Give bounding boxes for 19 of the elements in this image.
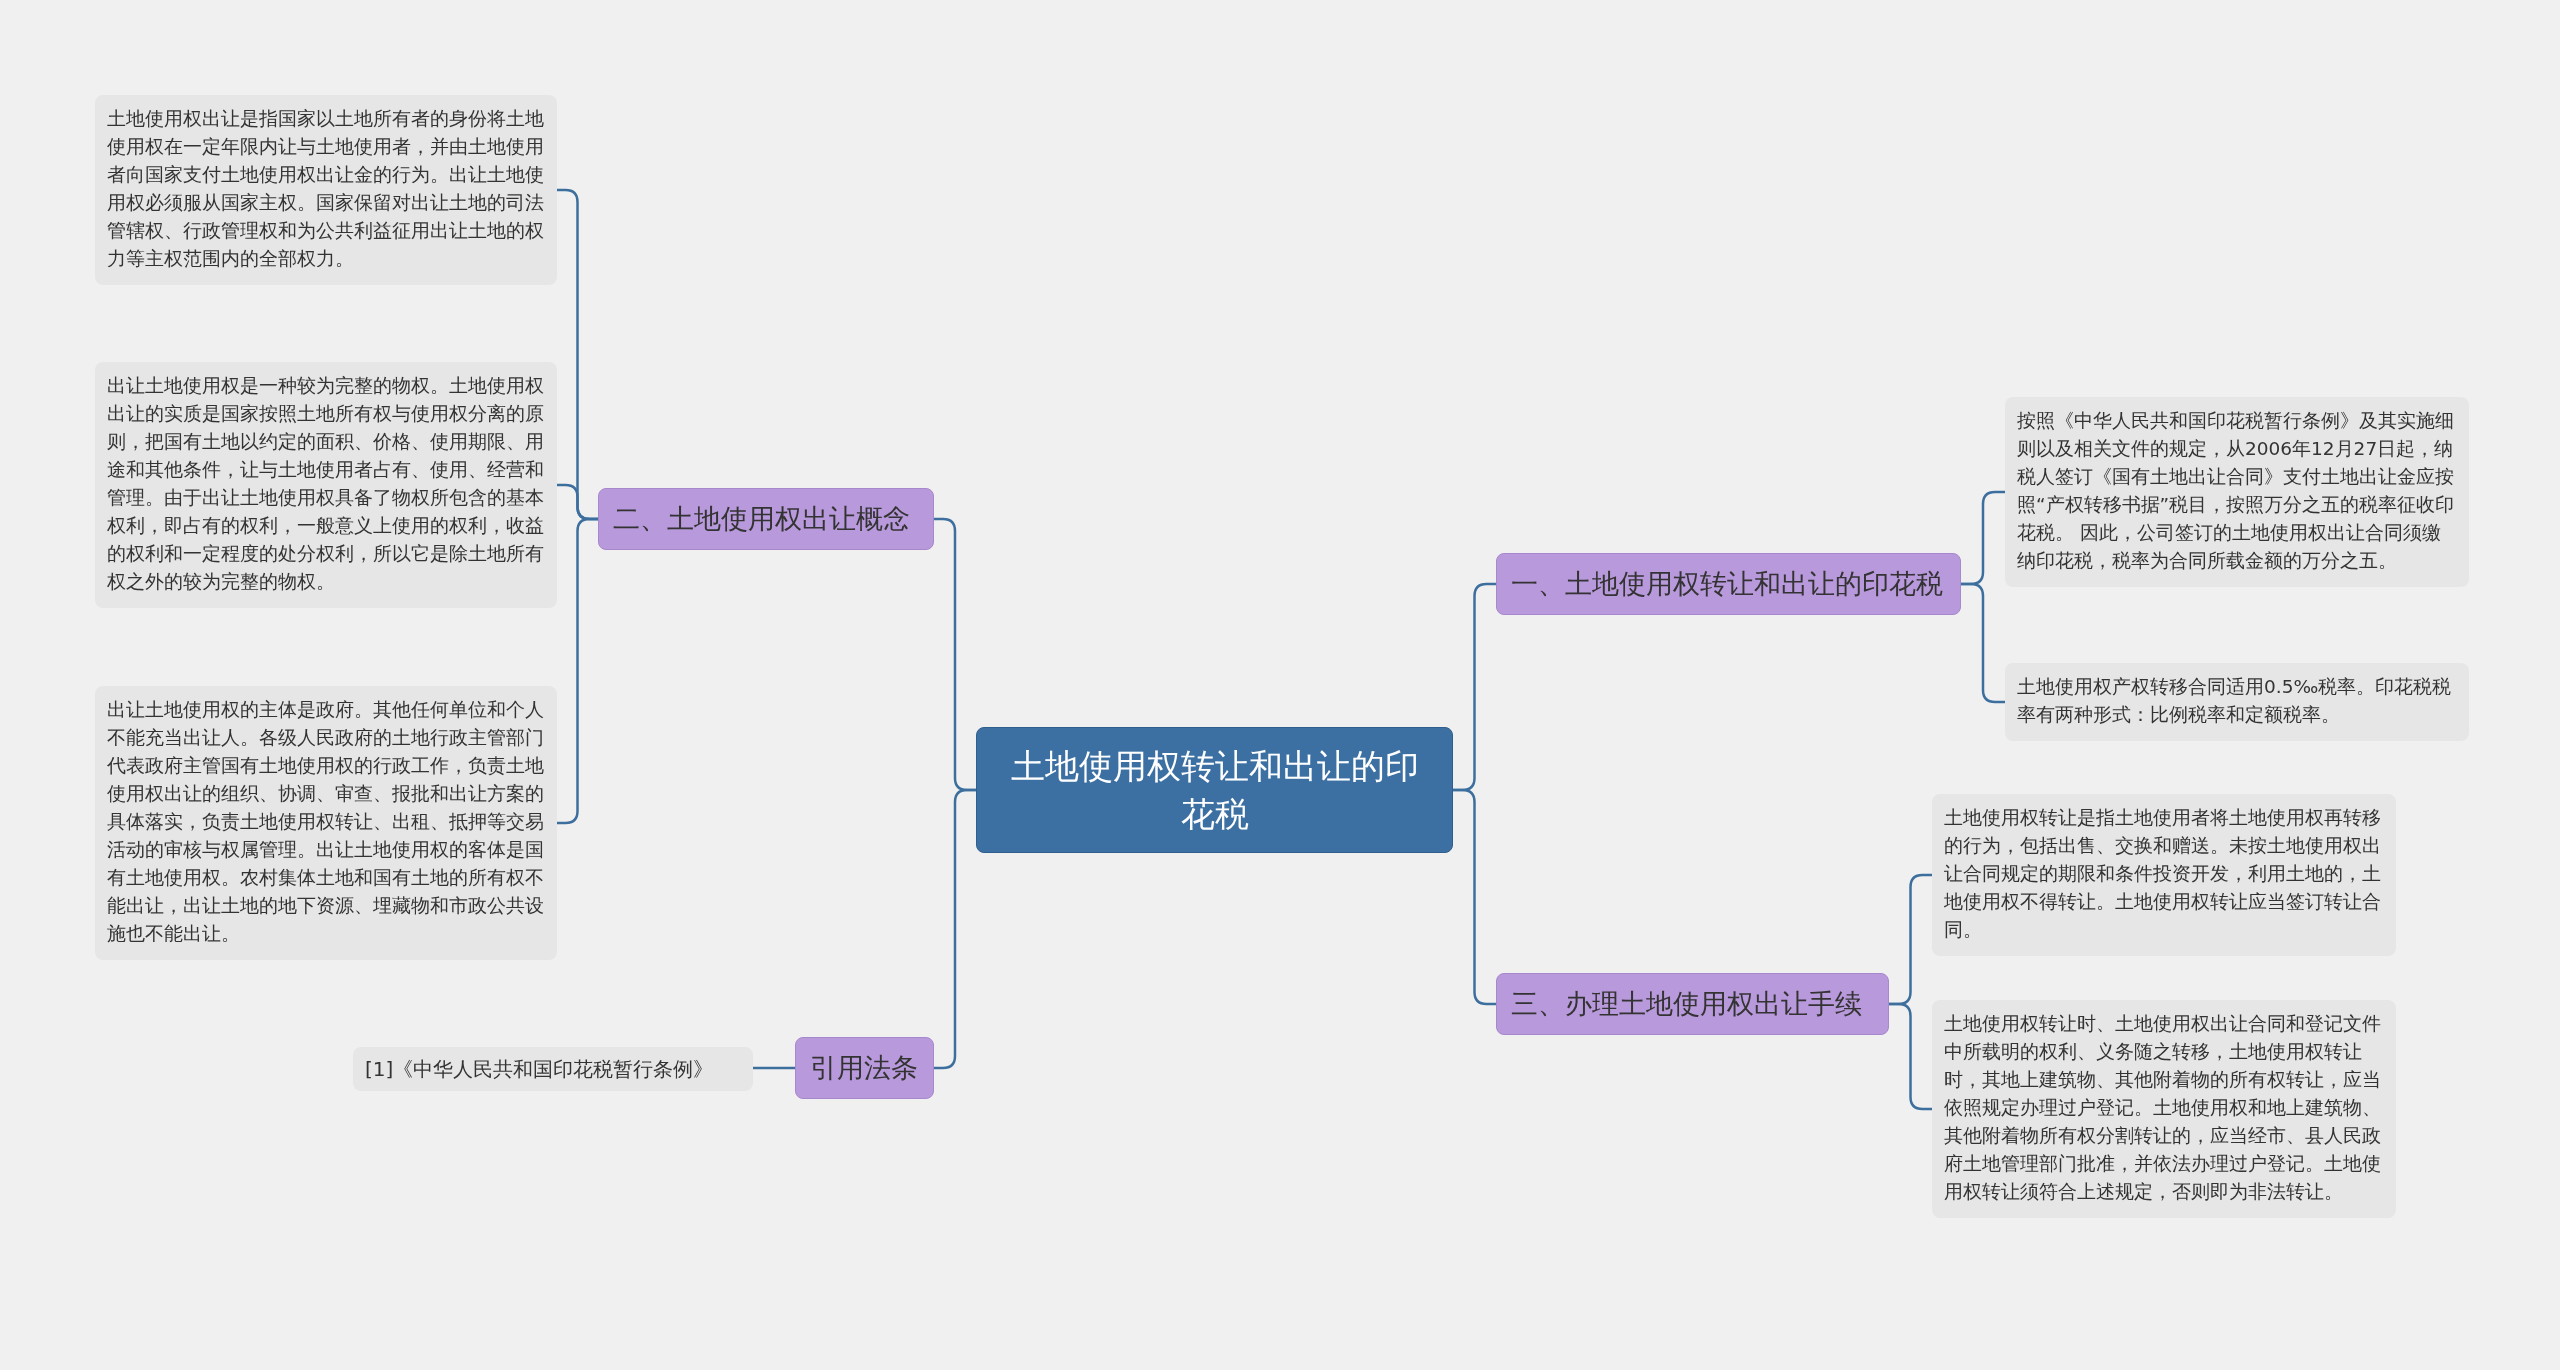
branch-topic-box: 三、办理土地使用权出让手续 [1496,973,1889,1035]
note-box: 出让土地使用权是一种较为完整的物权。土地使用权出让的实质是国家按照土地所有权与使用权分离的原则，把国有土地以约定的面积、价格、使用期限、用途和其他条件，让与土地使用者占有、使用、经营和管理。由于出让土地使用权具备了物权所包含的基本权利，即占有的权利，一般意义上使用的权利，收益的权利和一定程度的处分权利，所以它是除土地所有权之外的较为完整的物权。 [95,362,557,608]
note-box: 土地使用权出让是指国家以土地所有者的身份将土地使用权在一定年限内让与土地使用者，并由土地使用者向国家支付土地使用权出让金的行为。出让土地使用权必须服从国家主权。国家保留对出让土地的司法管辖权、行政管理权和为公共利益征用出让土地的权力等主权范围内的全部权力。 [95,95,557,285]
connector-line [1961,582,2005,704]
branch-topic-box: 一、土地使用权转让和出让的印花税 [1496,553,1961,615]
branch-topic-box: 引用法条 [795,1037,934,1099]
connector-line [557,517,598,825]
branch-topic-box: 二、土地使用权出让概念 [598,488,934,550]
note-box: 出让土地使用权的主体是政府。其他任何单位和个人不能充当出让人。各级人民政府的土地行政主管部门代表政府主管国有土地使用权的行政工作，负责土地使用权出让的组织、协调、审查、报批和出让方案的具体落实，负责土地使用权转让、出租、抵押等交易活动的审核与权属管理。出让土地使用权的客体是国有土地使用权。农村集体土地和国有土地的所有权不能出让，出让土地的地下资源、埋藏物和市政公共设施也不能出让。 [95,686,557,960]
connector-line [1889,1002,1932,1111]
central-topic-box: 土地使用权转让和出让的印花税 [976,727,1453,853]
reference-box: [1]《中华人民共和国印花税暂行条例》 [353,1047,753,1091]
note-box: 土地使用权产权转移合同适用0.5‰税率。印花税税率有两种形式：比例税率和定额税率。 [2005,663,2469,741]
connector-line [753,1066,795,1070]
note-box: 土地使用权转让时、土地使用权出让合同和登记文件中所载明的权利、义务随之转移，土地使用权转让时，其地上建筑物、其他附着物的所有权转让，应当依照规定办理过户登记。土地使用权和地上建筑物、其他附着物所有权分割转让的，应当经市、县人民政府土地管理部门批准，并依法办理过户登记。土地使用权转让须符合上述规定，否则即为非法转让。 [1932,1000,2396,1218]
note-box: 按照《中华人民共和国印花税暂行条例》及其实施细则以及相关文件的规定，从2006年12月27日起，纳税人签订《国有土地出让合同》支付土地出让金应按照“产权转移书据”税目，按照万分之五的税率征收印花税。 因此，公司签订的土地使用权出让合同须缴纳印花税，税率为合同所载金额的万分之五。 [2005,397,2469,587]
connector-line [934,788,976,1070]
note-box: 土地使用权转让是指土地使用者将土地使用权再转移的行为，包括出售、交换和赠送。未按土地使用权出让合同规定的期限和条件投资开发，利用土地的，土地使用权不得转让。土地使用权转让应当签订转让合同。 [1932,794,2396,956]
connector-line [1453,788,1496,1006]
